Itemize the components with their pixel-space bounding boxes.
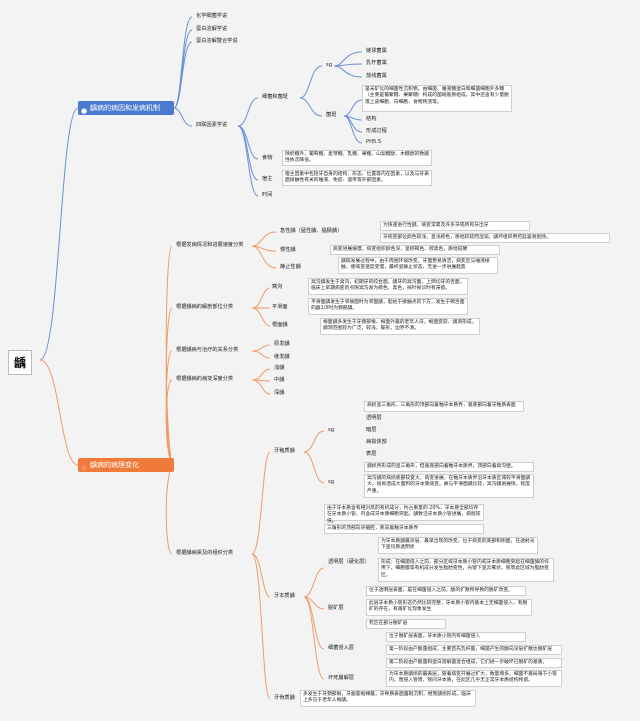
star-icon: ☆ (81, 464, 88, 472)
demin-desc-2: 此层牙本质小管形态仍然比较完整，牙本质小管内基本上无细菌侵入，有脱矿的存在，有再… (366, 599, 532, 616)
bacterial-desc-2: 第一阶段由产酸菌组成，主要首先乳杆菌，细菌产生的酸向深层扩散达脱矿层 (386, 645, 562, 655)
enamel-pit: sg (328, 479, 334, 485)
four-factor-theory: 四联因素学说 (196, 122, 228, 128)
bacteria-sg: sg (326, 62, 332, 68)
bacterial-desc-3: 第二阶段由产酸菌和蛋白溶解菌混合组成，它们进一步破坏已脱矿的基质。 (386, 658, 562, 668)
plaque-formation: 形成过程 (366, 128, 387, 134)
relation-classification: 根据龋病与治疗的关系分类 (176, 347, 239, 353)
food-node: 食物 (262, 155, 273, 161)
shallow-caries: 浅龋 (274, 365, 285, 371)
depth-classification: 根据龋病的病变深度分类 (176, 376, 234, 382)
branch-pathology: ☆ 龋病的病理变化 (78, 458, 174, 472)
enamel-caries: 牙釉质龋 (274, 448, 295, 454)
plaque-description: 是未矿化的细菌性沉积物，由细菌、唾液糖蛋白和细菌细胞外多糖（主要是葡聚糖、果聚糖… (362, 85, 512, 112)
necrotic-desc: 为牙本质龋损的最表层，随着病变开展过扩大，数量增多，细菌不再局限于小管内，而侵入… (386, 670, 562, 687)
enamel-pit-desc-2: 窝沟龋的病损底部较宽大，病变进展，在釉牙本质界沿牙本质区域较平滑面龋大，很易造成… (364, 474, 534, 498)
host-description: 宿主因素中包括牙自身的结构、形态、位置等内在因素，以及与牙表面接触性有关的唾液、… (282, 170, 432, 186)
dentin-desc-2: 三角形的顶部向牙髓腔，底向着釉牙本质界 (324, 524, 484, 534)
pit-fissure: 窝沟 (272, 284, 283, 290)
dentin-caries: 牙本质龋 (274, 593, 295, 599)
zone-bacterial: 细菌侵入层 (328, 645, 354, 651)
plaque-ph: PH5.5 (366, 139, 382, 145)
host-node: 宿主 (262, 176, 273, 182)
zone-necrotic: 坏死崩解层 (328, 675, 354, 681)
demin-desc-1: 位于透明层表面，是在细菌侵入之前，酸的扩散所导致的脱矿改变。 (366, 586, 526, 596)
theory-3: 蛋白溶解螯合学说 (196, 38, 238, 44)
pit-fissure-desc: 窝沟龋发生于窝沟，初期牙的咬合面，龋牙的窝沟面，上颌切牙的舌面，临床上早期病变的… (308, 278, 468, 295)
branch-causes-label: 龋病的病因和发病机制 (90, 104, 160, 112)
food-description: 除奶糖外，葡萄糖、麦芽糖、乳糖、果糖、山梨糖醇、木糖醇的致龋性依次降低。 (282, 150, 432, 166)
tissue-classification: 根据龋病累及的组织分类 (176, 550, 234, 556)
plaque-node: 菌斑 (326, 112, 337, 118)
chronic-desc: 病变进展缓慢，病变组织颜色深，呈棕褐色、棕黑色，质地较硬 (330, 245, 500, 255)
zone-transparent: 透明层 (366, 415, 382, 421)
acute-desc-1: 为快速进行性龋，病变常累及许多牙或所有牙出牙 (380, 221, 530, 231)
bulb-icon: ● (81, 107, 88, 115)
smooth-surface: 平滑面 (272, 304, 288, 310)
theory-2: 蛋白溶解学说 (196, 26, 228, 32)
enamel-smooth-desc: 病损呈三角形，三角形的顶部向着釉牙本质界，基底部向着牙釉质表面 (364, 401, 524, 412)
bacterial-desc-1: 位于脱矿层表面，牙本质小管内有细菌侵入 (386, 632, 526, 642)
plaque-structure: 结构 (366, 116, 377, 122)
root-caries: 根面龋 (272, 322, 288, 328)
zone-sclerotic: 透明层（硬化层） (328, 559, 370, 565)
branch-pathology-label: 龋病的病理变化 (90, 461, 139, 469)
deep-caries: 深龋 (274, 390, 285, 396)
bacteria-type-3: 放线菌属 (366, 73, 387, 79)
root-node: 龋 (8, 350, 33, 375)
zone-surface: 表层 (366, 451, 377, 457)
anatomy-classification: 根据龋病的解剖部位分类 (176, 304, 234, 310)
demin-desc-3: 死区在部分脱矿层 (366, 619, 446, 629)
enamel-pit-desc-1: 龋损所形成的呈三角形，但基底部向着釉牙本质界，顶部向着窝沟壁。 (364, 462, 534, 472)
time-node: 时间 (262, 192, 273, 198)
bacteria-node: 细菌和菌斑 (262, 94, 288, 100)
branch-causes: ● 龋病的病因和发病机制 (78, 101, 174, 115)
zone-body: 病损体部 (366, 439, 387, 445)
acute-caries: 急性龋（猛性龋、猖獗龋） (280, 228, 343, 234)
cementum-caries: 牙骨质龋 (274, 695, 295, 701)
zone-demineralized: 脱矿层 (328, 605, 344, 611)
arrested-desc: 龋病发展过程中，由于周围环境改变，牙面更易清洁，病变区与唾液接触，使病变速度变慢… (338, 257, 498, 274)
enamel-smooth: sg (328, 427, 334, 433)
arrested-caries: 静止性龋 (280, 264, 301, 270)
sclerotic-desc-2: 形成：在细菌侵入之前，部分区域牙本质小管内或牙本质细胞突起在细菌酶的作用下，细胞… (378, 558, 554, 582)
zone-dark: 暗层 (366, 427, 377, 433)
secondary-caries: 继发龋 (274, 354, 290, 360)
medium-caries: 中龋 (274, 377, 285, 383)
theory-1: 化学细菌学说 (196, 13, 228, 19)
root-caries-desc: 根面龋多发生于牙颈部根、根面外露的老年人牙，根面变软、龋洞形成，龋洞范围较为广泛… (320, 318, 480, 335)
sclerotic-desc-1: 为牙本质龋最深层、最早出现的改变，位于病变的底部和侧面，在透射光下呈均质透明状 (378, 537, 538, 554)
primary-caries: 原发龋 (274, 341, 290, 347)
bacteria-type-2: 乳杆菌属 (366, 60, 387, 66)
smooth-surface-desc: 平滑面龋发生于邻接面时为邻面龋，起始于接触点的下方，发生于颊舌面的龈1/3时为颈… (308, 298, 468, 315)
chronic-caries: 慢性龋 (280, 247, 296, 253)
dentin-desc-1: 由于牙本质含有相对高的有机成分，约占重量的 20%，牙本质全部均存在牙本质小管，… (324, 504, 484, 524)
bacteria-type-1: 链球菌属 (366, 48, 387, 54)
cementum-desc: 多发生于牙颈部根，牙龈萎缩裸露，牙骨质表面菌斑沉积，继而龋损形成，临床上多见于老… (300, 690, 476, 707)
speed-classification: 根据发病情况和进展速度分类 (176, 242, 244, 248)
acute-desc-2: 牙病变部位颜色较浅，呈浅棕色，质地较软而湿润，龋坏组织用挖匙容易刮除。 (380, 233, 610, 243)
